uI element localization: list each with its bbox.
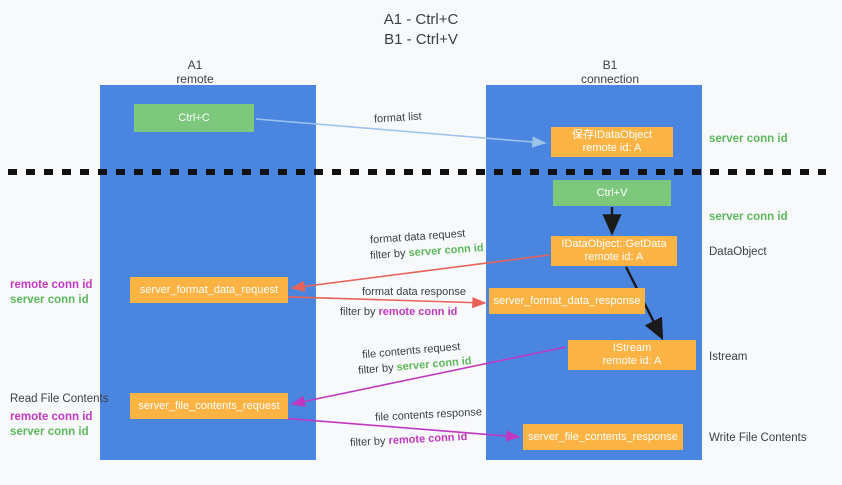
caption-format-list: format list — [373, 110, 423, 126]
node-server-format-data-response-label: server_format_data_response — [493, 294, 641, 307]
node-server-format-data-request[interactable]: server_format_data_request — [130, 277, 288, 303]
filter-id-remote-conn: remote conn id — [378, 306, 458, 318]
filter-prefix: filter by — [357, 361, 398, 377]
node-istream-sub: remote id: A — [602, 355, 662, 367]
node-ctrl-c-label: Ctrl+C — [178, 111, 210, 124]
label-read-file-contents: Read File Contents — [10, 393, 109, 405]
node-ctrl-v-label: Ctrl+V — [596, 186, 628, 199]
filter-prefix: filter by — [369, 247, 409, 262]
label-server-conn-id-1: server conn id — [10, 294, 89, 306]
caption-file-contents-response: file contents response — [374, 406, 483, 424]
node-server-file-contents-request[interactable]: server_file_contents_request — [130, 393, 288, 419]
node-save-idataobject-sub: remote id: A — [582, 142, 642, 154]
column-b1-name: B1 — [602, 58, 618, 72]
node-idataobject-getdata[interactable]: IDataObject::GetData remote id: A — [551, 236, 677, 266]
caption-format-data-response: format data response — [362, 286, 466, 298]
column-b1-role: connection — [580, 72, 640, 86]
caption-file-contents-response-filter: filter by remote conn id — [350, 430, 468, 450]
column-a1-role: remote — [176, 72, 214, 86]
node-save-idataobject-label: 保存IDataObject — [571, 129, 653, 141]
label-istream: Istream — [709, 351, 748, 363]
node-ctrl-v[interactable]: Ctrl+V — [553, 180, 671, 206]
label-group-conn-ids-1: remote conn id server conn id — [10, 278, 92, 308]
column-header-a1: A1 remote — [130, 58, 260, 86]
title-line-2: B1 - Ctrl+V — [384, 31, 458, 48]
label-remote-conn-id-2: remote conn id — [10, 411, 93, 423]
node-server-format-data-response[interactable]: server_format_data_response — [489, 288, 645, 314]
filter-prefix: filter by — [340, 306, 379, 318]
page-title: A1 - Ctrl+C B1 - Ctrl+V — [0, 10, 842, 50]
node-istream[interactable]: IStream remote id: A — [568, 340, 696, 370]
label-server-conn-id-top: server conn id — [709, 133, 788, 145]
label-group-conn-ids-2: remote conn id server conn id — [10, 410, 92, 440]
caption-format-data-response-filter: filter by remote conn id — [340, 305, 457, 319]
node-ctrl-c[interactable]: Ctrl+C — [134, 104, 254, 132]
node-idataobject-getdata-label: IDataObject::GetData — [561, 238, 667, 250]
node-server-format-data-request-label: server_format_data_request — [139, 283, 279, 296]
node-idataobject-getdata-sub: remote id: A — [584, 251, 644, 263]
label-server-conn-id-2: server conn id — [10, 426, 89, 438]
node-istream-label: IStream — [612, 342, 652, 354]
label-write-file-contents: Write File Contents — [709, 432, 807, 444]
filter-id-remote-conn: remote conn id — [388, 430, 468, 448]
filter-prefix: filter by — [349, 435, 389, 450]
node-server-file-contents-response[interactable]: server_file_contents_response — [523, 424, 683, 450]
filter-id-server-conn: server conn id — [408, 242, 484, 260]
title-line-1: A1 - Ctrl+C — [383, 11, 459, 28]
column-header-b1: B1 connection — [545, 58, 675, 86]
label-remote-conn-id-1: remote conn id — [10, 279, 93, 291]
node-server-file-contents-request-label: server_file_contents_request — [138, 399, 280, 412]
node-server-file-contents-response-label: server_file_contents_response — [528, 430, 678, 443]
label-server-conn-id-mid: server conn id — [709, 211, 788, 223]
column-a1-name: A1 — [187, 58, 203, 72]
label-dataobject: DataObject — [709, 246, 767, 258]
node-save-idataobject[interactable]: 保存IDataObject remote id: A — [551, 127, 673, 157]
